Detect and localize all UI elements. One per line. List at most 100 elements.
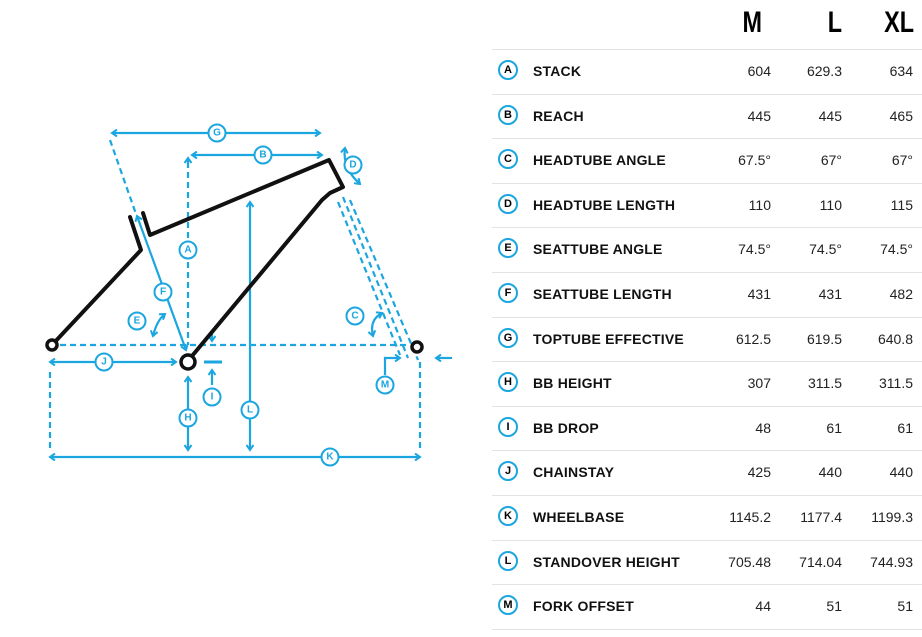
measurement-name: TOPTUBE EFFECTIVE: [533, 330, 684, 347]
measurement-value-l: 74.5°: [809, 241, 842, 258]
letter-badge: B: [498, 104, 518, 125]
letter-badge: D: [498, 193, 518, 214]
table-row: B REACH 445 445 465: [492, 95, 922, 140]
measurement-value-xl: 74.5°: [880, 241, 913, 258]
svg-text:B: B: [259, 150, 266, 161]
letter-badge: J: [498, 461, 518, 482]
measurement-value-xl: 634: [889, 63, 913, 79]
size-header-xl: XL: [884, 6, 914, 39]
measurement-name: HEADTUBE ANGLE: [533, 152, 666, 169]
measurement-value-xl: 440: [889, 464, 913, 481]
svg-text:F: F: [160, 287, 166, 298]
label-a: A: [178, 240, 198, 260]
letter-badge: G: [498, 327, 518, 348]
front-axle-icon: [410, 340, 424, 354]
size-header-row: M L XL: [492, 0, 922, 50]
table-row: J CHAINSTAY 425 440 440: [492, 451, 922, 496]
label-c: C: [345, 306, 365, 326]
svg-text:K: K: [326, 452, 334, 463]
measurement-value-m: 1145.2: [729, 508, 771, 525]
svg-text:I: I: [211, 392, 214, 403]
measurement-value-m: 425: [747, 464, 771, 481]
measurement-value-xl: 67°: [891, 152, 913, 169]
measurement-name: STANDOVER HEIGHT: [533, 553, 680, 570]
table-row: E SEATTUBE ANGLE 74.5° 74.5° 74.5°: [492, 228, 922, 273]
label-l: L: [240, 400, 260, 420]
measurement-value-l: 619.5: [806, 330, 842, 347]
measurement-value-l: 51: [826, 598, 842, 615]
svg-text:G: G: [213, 128, 221, 139]
table-row: L STANDOVER HEIGHT 705.48 714.04 744.93: [492, 541, 922, 586]
measurement-value-xl: 61: [897, 419, 913, 436]
measurement-name: CHAINSTAY: [533, 464, 615, 481]
letter-badge: C: [498, 149, 518, 170]
measurement-value-l: 431: [818, 285, 842, 302]
measurement-name: BB HEIGHT: [533, 375, 612, 392]
measurement-name: SEATTUBE LENGTH: [533, 285, 672, 302]
svg-text:D: D: [349, 160, 356, 171]
letter-badge: A: [498, 60, 518, 80]
letter-badge: I: [498, 416, 518, 437]
measurement-value-m: 604: [747, 63, 771, 79]
measurement-value-m: 44: [755, 598, 771, 615]
measurement-value-m: 705.48: [728, 553, 771, 570]
measurement-value-l: 1177.4: [800, 508, 842, 525]
table-row: K WHEELBASE 1145.2 1177.4 1199.3: [492, 496, 922, 541]
measurement-value-l: 445: [818, 107, 842, 124]
measurement-name: SEATTUBE ANGLE: [533, 241, 663, 258]
measurement-name: WHEELBASE: [533, 508, 625, 525]
svg-text:L: L: [247, 405, 253, 416]
measurement-value-m: 67.5°: [738, 152, 771, 169]
letter-badge: K: [498, 505, 518, 526]
measurement-value-m: 48: [755, 419, 771, 436]
letter-badge: L: [498, 550, 518, 571]
measurement-value-l: 311.5: [808, 375, 842, 392]
letter-badge: E: [498, 238, 518, 259]
label-j: J: [94, 352, 114, 372]
measurement-value-m: 612.5: [735, 330, 771, 347]
label-g: G: [207, 123, 227, 143]
measurement-value-xl: 311.5: [879, 375, 913, 392]
letter-badge: M: [498, 595, 518, 616]
svg-text:A: A: [184, 245, 191, 256]
label-k: K: [320, 447, 340, 467]
svg-text:M: M: [381, 380, 389, 391]
measurement-value-xl: 465: [889, 107, 913, 124]
measurement-value-xl: 482: [889, 285, 913, 302]
label-f: F: [153, 282, 173, 302]
measurement-value-l: 714.04: [799, 553, 842, 570]
measurement-value-xl: 51: [897, 598, 913, 615]
measurement-value-l: 61: [826, 419, 842, 436]
svg-text:C: C: [351, 311, 358, 322]
size-header-l: L: [827, 6, 842, 39]
measurement-value-l: 440: [818, 464, 842, 481]
measurement-value-l: 629.3: [806, 63, 842, 79]
measurement-name: STACK: [533, 63, 582, 79]
reference-lines: [48, 139, 422, 452]
label-e: E: [127, 311, 147, 331]
measurement-value-xl: 1199.3: [871, 508, 913, 525]
table-row: A STACK 604 629.3 634: [492, 50, 922, 95]
frame-geometry-diagram: A B C D E F G H I J K L M: [45, 123, 452, 467]
svg-text:J: J: [101, 357, 107, 368]
letter-badge: F: [498, 282, 518, 303]
measurement-value-m: 431: [747, 285, 771, 302]
svg-text:H: H: [184, 413, 191, 424]
rear-axle-icon: [45, 338, 59, 352]
measurement-value-xl: 115: [890, 196, 913, 213]
measurement-value-m: 307: [747, 375, 771, 392]
label-m: M: [375, 375, 395, 395]
measurement-value-m: 445: [747, 107, 771, 124]
measurement-value-xl: 744.93: [870, 553, 913, 570]
label-i: I: [202, 387, 222, 407]
measurement-value-l: 110: [819, 196, 842, 213]
measurement-name: REACH: [533, 107, 584, 124]
measurement-value-m: 74.5°: [738, 241, 771, 258]
